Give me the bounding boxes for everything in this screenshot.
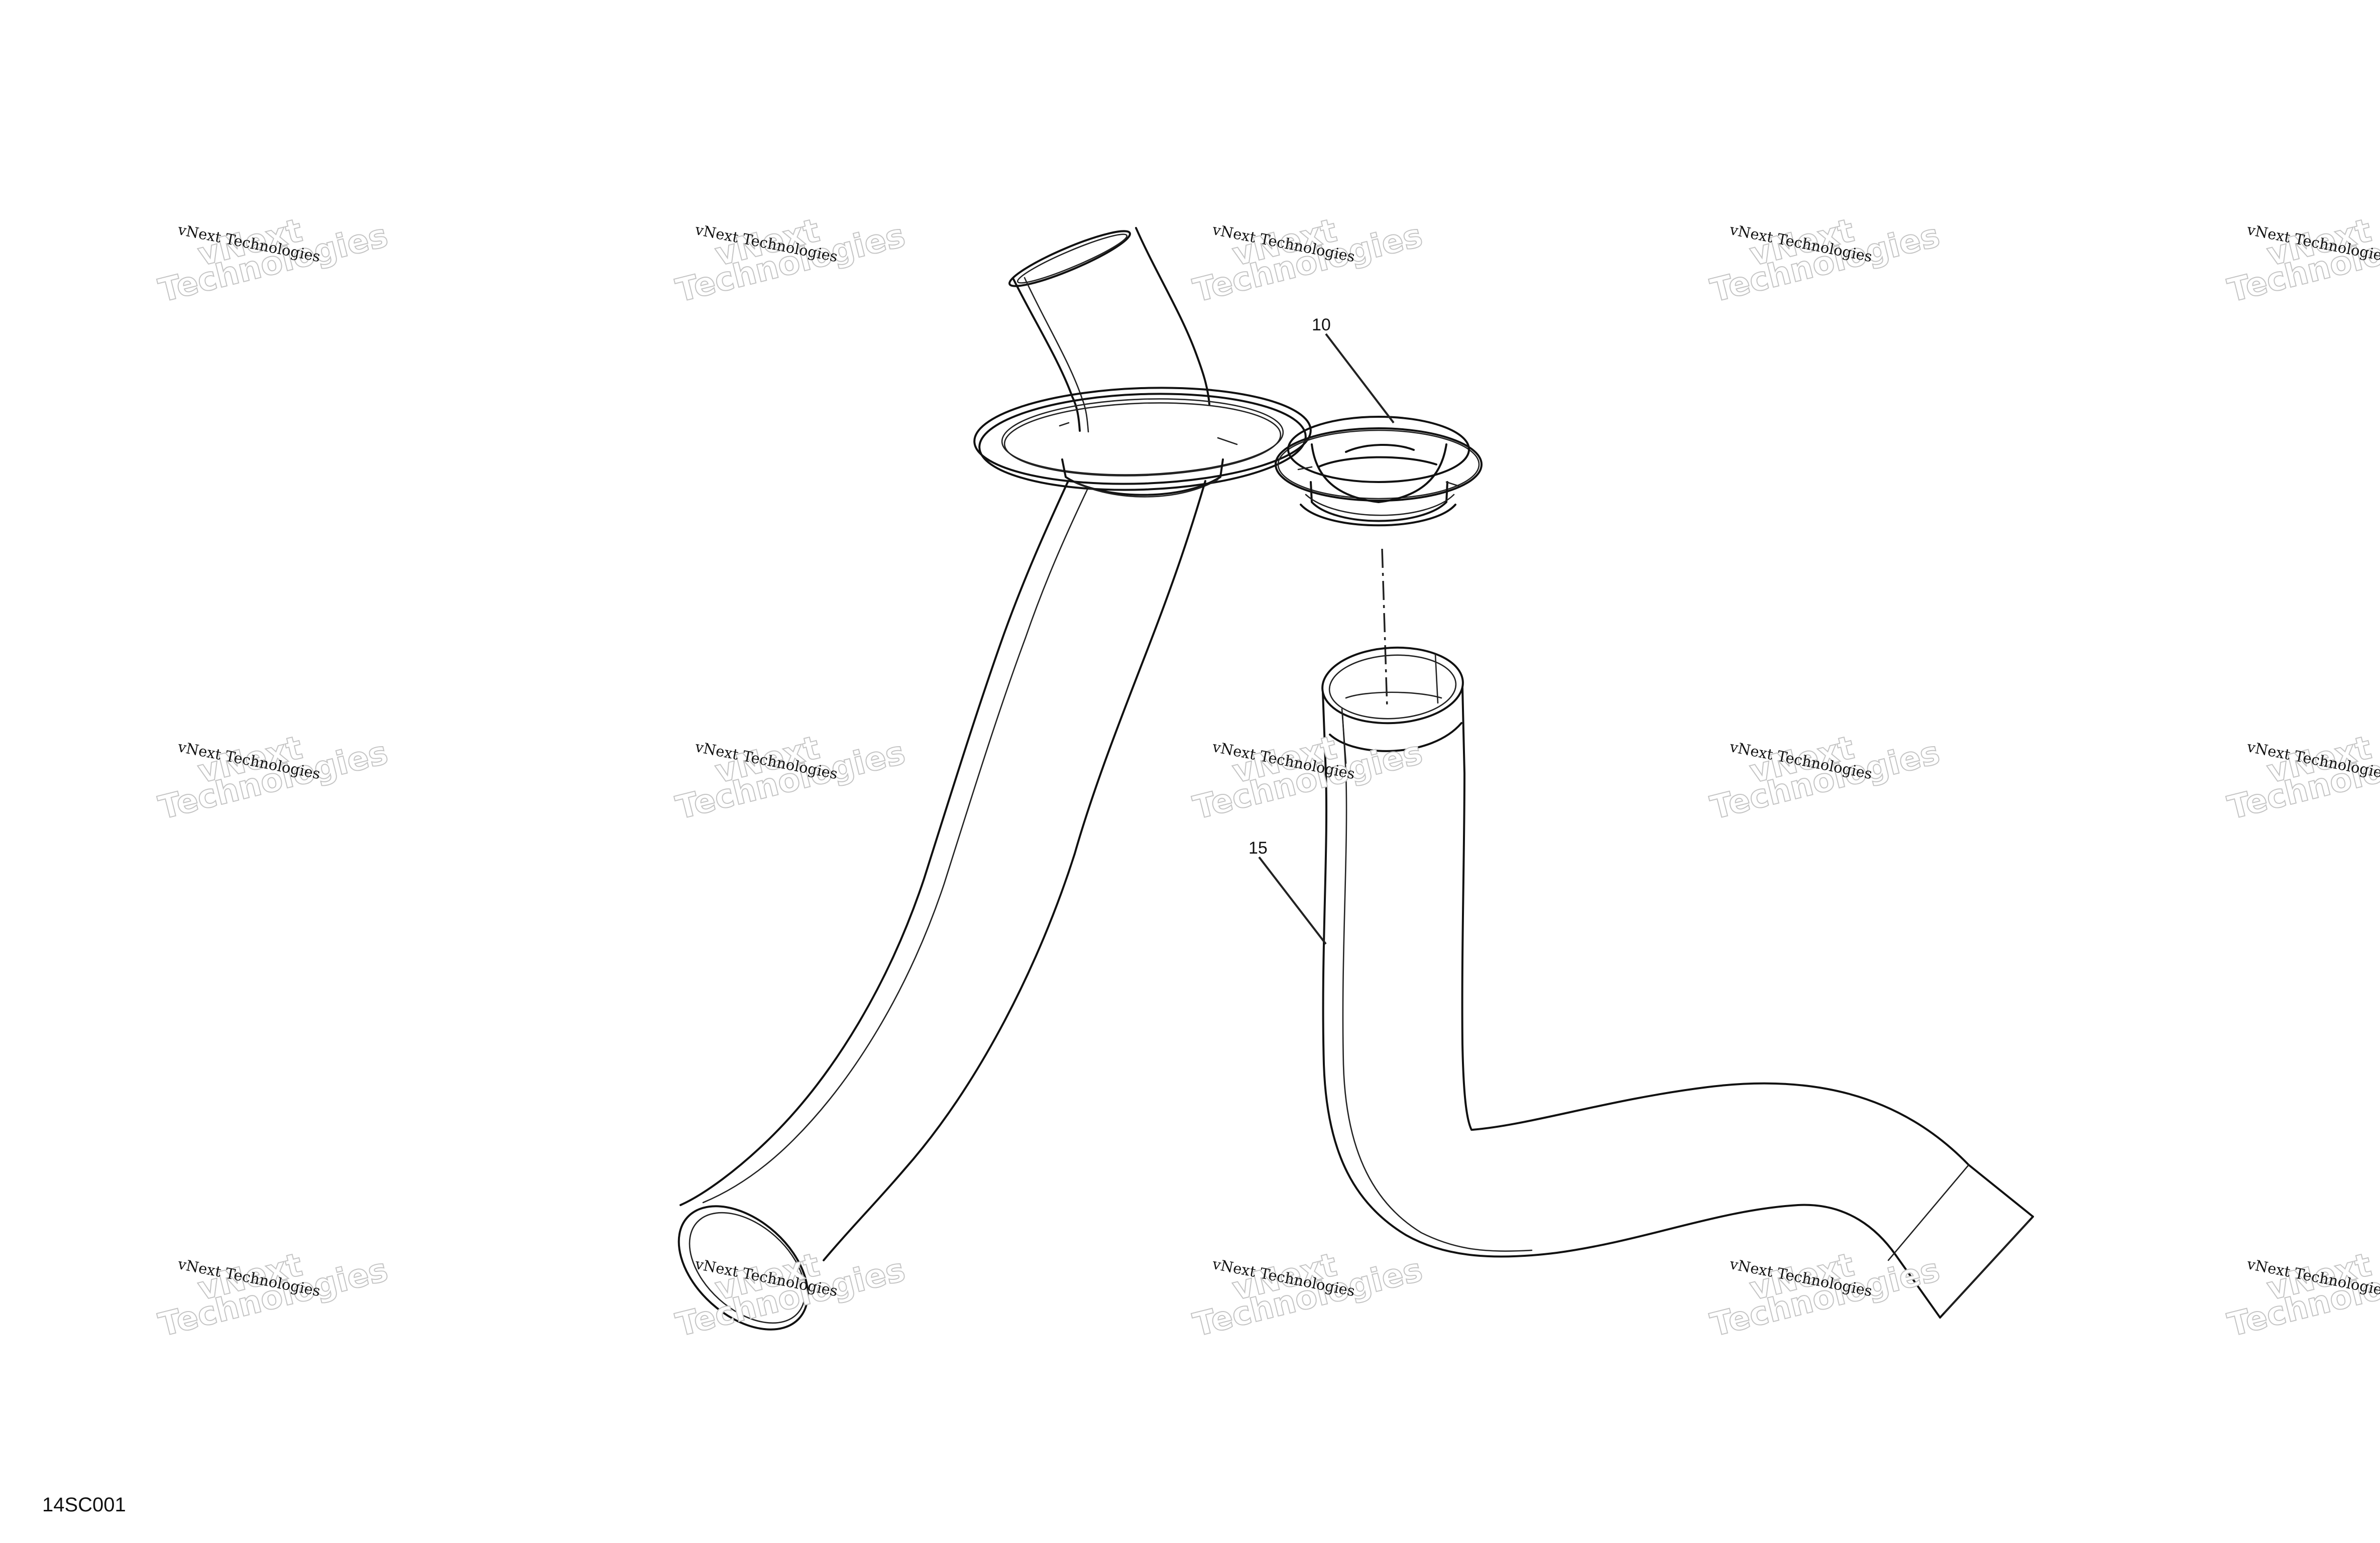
leader-line-10 [1325,333,1395,424]
figure-id-label: 14SC001 [42,1494,126,1516]
leader-line-15 [1258,856,1327,945]
part-10-ring[interactable] [1275,416,1483,527]
assembly-axis-line [1381,548,1388,708]
part-15-hose[interactable] [1320,644,2034,1319]
callout-15[interactable]: 15 [1249,839,1268,858]
long-duct[interactable] [655,223,1312,1354]
callout-10[interactable]: 10 [1312,315,1331,334]
